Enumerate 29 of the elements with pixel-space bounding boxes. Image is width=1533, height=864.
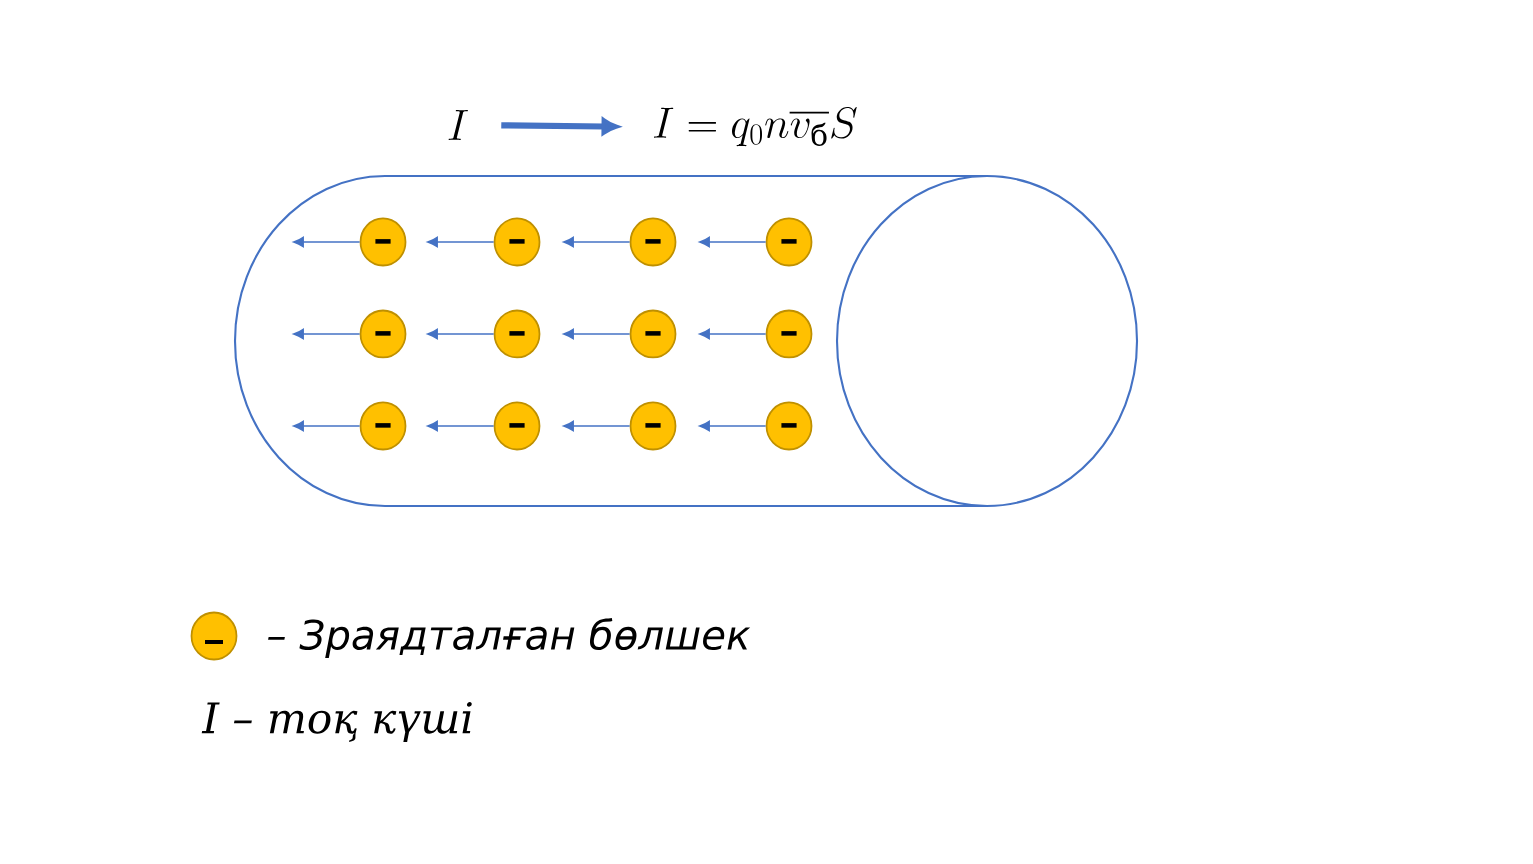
velocity-arrow <box>563 328 631 340</box>
velocity-arrow <box>699 236 767 248</box>
velocity-arrow <box>427 236 495 248</box>
charged-particle: – <box>629 217 677 267</box>
velocity-arrow <box>293 236 361 248</box>
charged-particle: – <box>493 401 541 451</box>
charged-particle: – <box>493 309 541 359</box>
charged-particle: – <box>629 401 677 451</box>
legend-text: – Зраядталған бөлшек <box>268 618 751 658</box>
velocity-arrow <box>563 420 631 432</box>
charged-particle: – <box>765 309 813 359</box>
charged-particle: – <box>629 309 677 359</box>
velocity-arrow <box>293 328 361 340</box>
current-formula: $I = q_0 n\overline{v_{\text{б}}}S$ <box>654 106 857 147</box>
velocity-arrow <box>293 420 361 432</box>
velocity-arrow <box>699 328 767 340</box>
charged-particle: – <box>359 217 407 267</box>
charged-particle: – <box>765 217 813 267</box>
conductor-cylinder <box>233 174 1139 508</box>
velocity-arrow <box>427 420 495 432</box>
velocity-arrow <box>563 236 631 248</box>
charged-particle: – <box>359 401 407 451</box>
charged-particle: – <box>493 217 541 267</box>
current-symbol: $I$ <box>448 110 468 140</box>
charged-particle: – <box>359 309 407 359</box>
velocity-arrow <box>699 420 767 432</box>
charged-particle: – <box>765 401 813 451</box>
note-text: I – тоқ күші <box>201 702 472 742</box>
velocity-arrow <box>427 328 495 340</box>
